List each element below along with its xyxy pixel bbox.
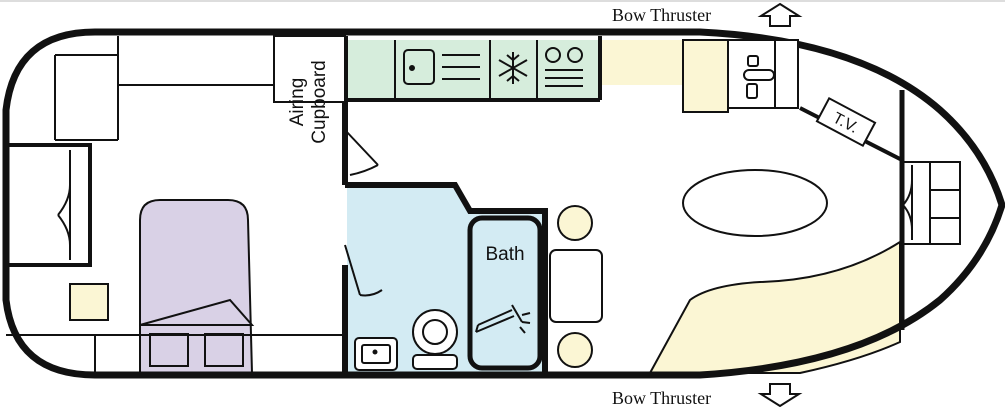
wardrobe-door-icon [57, 150, 71, 260]
toilet-icon [412, 309, 458, 370]
bath-label: Bath [485, 244, 524, 265]
bed-drawer-right [204, 333, 244, 367]
stool-top [557, 205, 593, 241]
stool-bottom [557, 332, 593, 368]
bathroom-wall [345, 182, 548, 372]
freezer-icon [498, 52, 528, 84]
saloon-table [682, 169, 828, 237]
airing-label-line2: Cupboard [309, 60, 330, 143]
bathroom-door-icon [344, 244, 383, 297]
bow-thruster-top-label: Bow Thruster [612, 5, 711, 25]
arrow-down-icon [757, 383, 803, 407]
dinette-seat-top [600, 40, 685, 85]
dinette-table [549, 249, 603, 323]
sink-icon [403, 49, 480, 85]
aft-wardrobe [6, 143, 92, 267]
double-bed [139, 199, 254, 374]
hob-icon [545, 47, 583, 87]
door-swing-icon [344, 129, 379, 176]
aft-locker [69, 283, 109, 321]
bath-tub [467, 215, 543, 371]
tap-icon [743, 55, 775, 99]
airing-cupboard [273, 35, 346, 103]
airing-label-line1: Airing [287, 78, 308, 127]
dinette-cabinet [682, 39, 729, 113]
hull-outline [2, 28, 1005, 379]
arrow-up-icon [757, 2, 803, 27]
forward-locker [929, 161, 961, 245]
basin-icon [354, 337, 398, 371]
forward-door-icon [902, 161, 930, 245]
bow-thruster-bottom-label: Bow Thruster [612, 388, 711, 407]
shower-icon [475, 304, 531, 334]
tv-icon: T.V. [799, 96, 903, 162]
bed-pillow [139, 298, 255, 326]
bed-drawer-left [149, 333, 189, 367]
lounge-seat-curve [648, 240, 901, 374]
